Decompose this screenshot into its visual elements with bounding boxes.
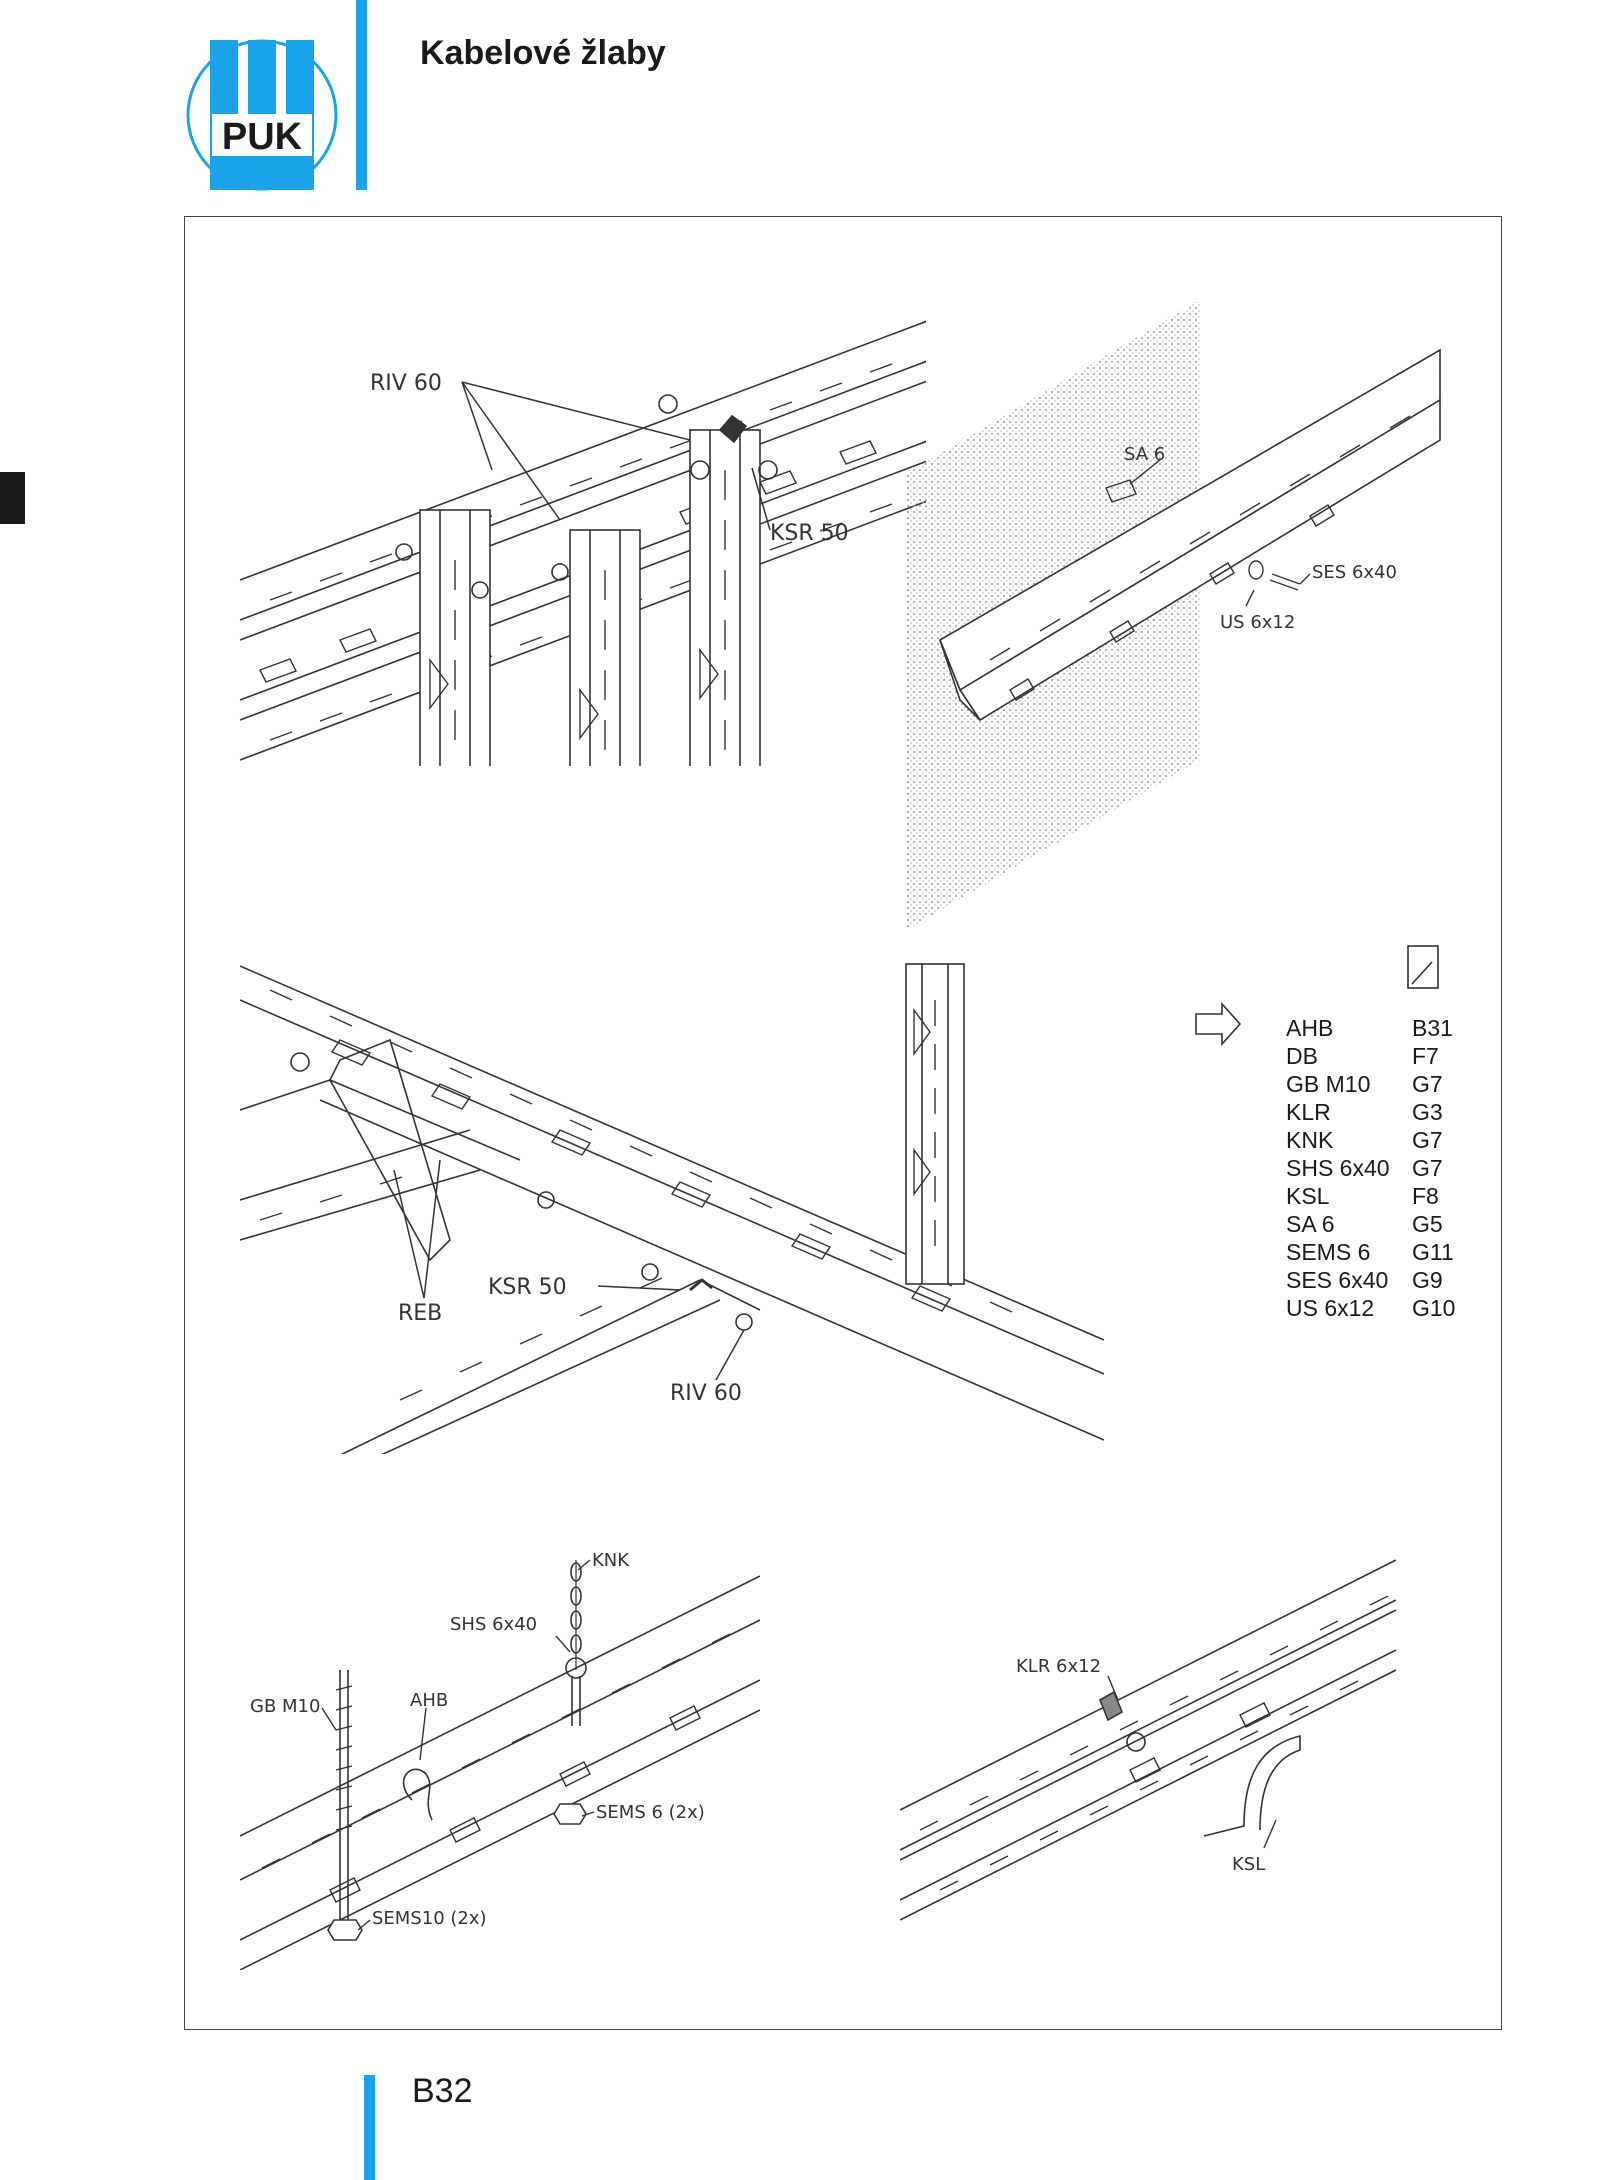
callout-leaders-bl [321, 1559, 595, 1931]
callout-ses6x40: SES 6x40 [1312, 562, 1397, 583]
drawing-t-junction [240, 963, 1104, 1454]
outline-arrow-right-icon [1195, 1001, 1242, 1047]
callout-knk: KNK [592, 1550, 630, 1571]
page-number: B32 [412, 2072, 473, 2110]
callout-shs6x40: SHS 6x40 [450, 1614, 537, 1635]
callout-leaders-br [1107, 1675, 1277, 1849]
callout-ksr50-mid: KSR 50 [488, 1275, 567, 1300]
callout-sems10: SEMS10 (2x) [372, 1908, 487, 1929]
drawing-tray-clamp [900, 1559, 1397, 1921]
callout-sems6: SEMS 6 (2x) [596, 1802, 705, 1823]
callout-reb: REB [398, 1301, 442, 1326]
callout-us6x12: US 6x12 [1220, 612, 1295, 633]
callout-sa6: SA 6 [1124, 444, 1165, 465]
callout-ksr50-top: KSR 50 [770, 521, 849, 546]
drawing-wall-mount [906, 300, 1441, 930]
callout-gbm10: GB M10 [250, 1696, 320, 1717]
callout-riv60-top: RIV 60 [370, 371, 442, 396]
callout-leaders-mid [393, 1159, 745, 1381]
callout-ksl: KSL [1232, 1854, 1265, 1875]
callout-ahb: AHB [410, 1690, 448, 1711]
drawing-suspended-tray [240, 1560, 760, 1970]
svg-text:PUK: PUK [222, 116, 303, 158]
chapter-tab-marker [0, 472, 25, 524]
puk-logo: PUK [186, 39, 338, 191]
footer-accent-bar [364, 2075, 375, 2180]
drawing-tray-crossing [239, 320, 926, 766]
callout-leaders-top [461, 381, 771, 531]
drawing-frame [184, 216, 1502, 2030]
callout-riv60-mid: RIV 60 [670, 1381, 742, 1406]
page-reference-icon [1407, 945, 1439, 989]
callout-klr6x12: KLR 6x12 [1016, 1656, 1101, 1677]
page-title: Kabelové žlaby [420, 34, 666, 72]
header-accent-bar [356, 0, 367, 190]
